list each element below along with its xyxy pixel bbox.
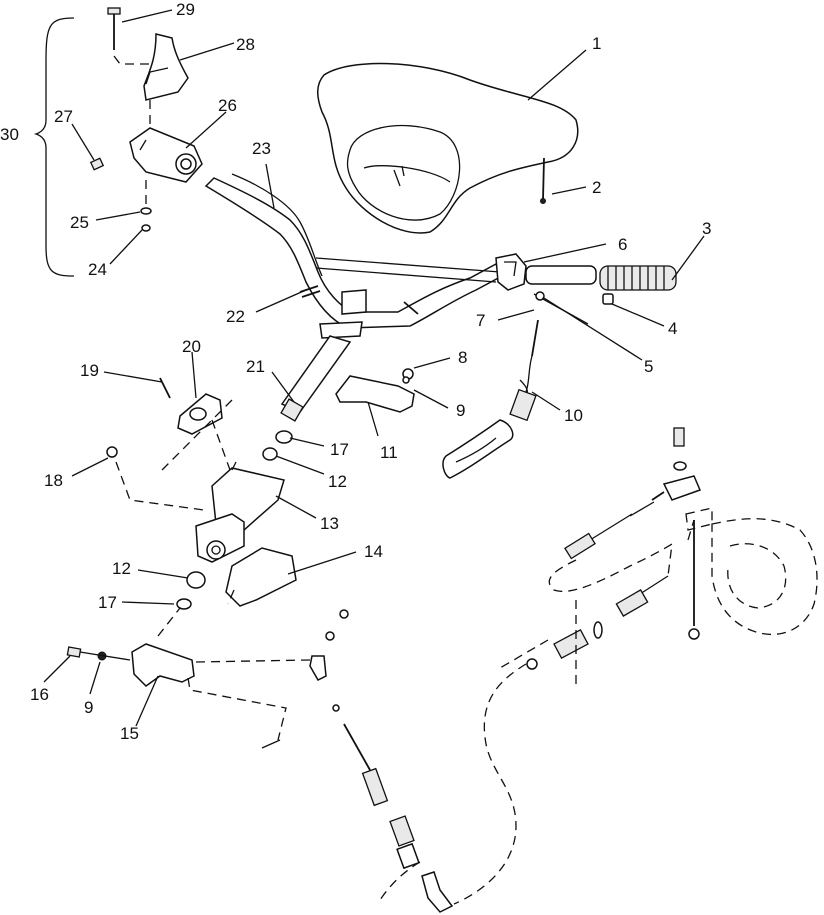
callout-4: 4 [668, 319, 677, 338]
callout-28: 28 [236, 35, 255, 54]
arm-bolt [66, 646, 82, 658]
callout-30: 30 [0, 125, 19, 144]
callout-26: 26 [218, 96, 237, 115]
bar-end-plug [602, 293, 614, 305]
callout-21: 21 [246, 357, 265, 376]
lower-bushing [186, 571, 206, 589]
callout-24: 24 [88, 260, 107, 279]
callout-22: 22 [226, 307, 245, 326]
callout-3: 3 [702, 219, 711, 238]
lower-bolt [261, 739, 281, 749]
callout-10: 10 [564, 406, 583, 425]
small-clip [535, 291, 545, 301]
flange-bolt [159, 377, 171, 399]
callout-25: 25 [70, 213, 89, 232]
side-bolt [89, 157, 105, 171]
switch-housing [495, 253, 527, 291]
upper-guide-lines [113, 55, 151, 208]
lower-bracket [225, 547, 297, 607]
upper-bolt [107, 7, 121, 50]
bracket-screw [402, 368, 414, 384]
callout-12: 12 [328, 472, 347, 491]
pad-screw [540, 157, 546, 204]
callout-11: 11 [380, 443, 398, 462]
engine-housing-outline [685, 507, 818, 636]
callout-14: 14 [364, 542, 383, 561]
flange-bearing [177, 393, 223, 435]
callout-8: 8 [458, 348, 467, 367]
steering-housing [129, 127, 203, 183]
switch-bracket [335, 375, 415, 413]
handlebar-pad [317, 62, 579, 234]
callout-13: 13 [320, 514, 339, 533]
leader-lines [33, 9, 705, 727]
callout-17: 17 [330, 440, 349, 459]
handlebar-clamp [319, 289, 367, 339]
callout-29: 29 [176, 0, 195, 19]
steering-cable-right [526, 427, 702, 670]
lower-washer [176, 598, 192, 610]
tether-switch [442, 319, 539, 479]
steering-post [280, 335, 352, 422]
upper-washer [275, 430, 293, 444]
routing-dashed-lines [115, 395, 695, 905]
upper-bracket [143, 33, 189, 101]
upper-bushing [262, 447, 278, 461]
steering-support [195, 461, 285, 563]
housing-washer [140, 207, 152, 215]
callout-2: 2 [592, 178, 601, 197]
callout-12-lower: 12 [112, 559, 131, 578]
callout-7: 7 [476, 311, 485, 330]
support-nut [106, 446, 118, 458]
callout-1: 1 [592, 34, 601, 53]
callout-20: 20 [182, 337, 201, 356]
steering-cable-lower [309, 609, 454, 913]
callout-19: 19 [80, 361, 99, 380]
callout-18: 18 [44, 471, 63, 490]
callout-17-lower: 17 [98, 593, 117, 612]
callout-16: 16 [30, 685, 49, 704]
grip [525, 265, 677, 291]
callout-5: 5 [644, 357, 653, 376]
callout-6: 6 [618, 235, 627, 254]
callout-9-lower: 9 [84, 698, 93, 717]
callout-23: 23 [252, 139, 271, 158]
housing-nut [141, 224, 151, 232]
steering-arm [131, 643, 195, 687]
callout-15: 15 [120, 724, 139, 743]
callout-27: 27 [54, 107, 73, 126]
callout-9: 9 [456, 401, 465, 420]
